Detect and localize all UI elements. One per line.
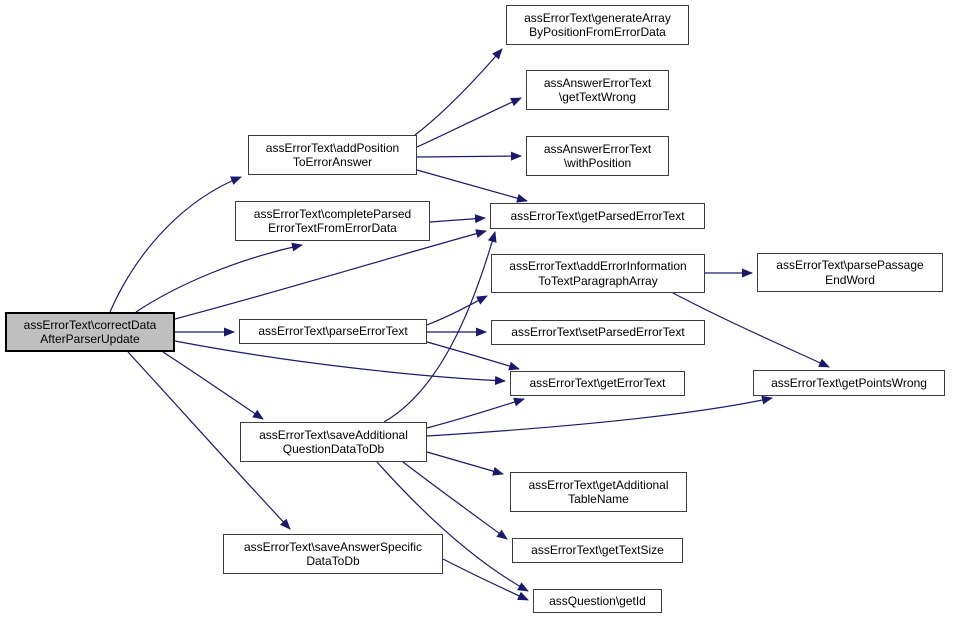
node-label-line: ToTextParagraphArray — [538, 273, 658, 288]
node-withPosition[interactable]: assAnswerErrorText\withPosition — [526, 136, 669, 176]
node-label-line: assErrorText\generateArray — [524, 10, 671, 25]
edge-correctDataAfterParserUpdate-to-saveAnswerSpecificDataToDb — [127, 351, 291, 530]
edge-addPositionToErrorAnswer-to-generateArrayByPositionFromErrorData — [414, 48, 503, 136]
node-label-line: assAnswerErrorText — [543, 141, 652, 156]
node-label-line: assErrorText\getPointsWrong — [771, 375, 927, 390]
node-label-line: assErrorText\addErrorInformation — [509, 259, 687, 274]
edge-saveAdditionalQuestionDataToDb-to-getId — [376, 461, 529, 592]
edge-addPositionToErrorAnswer-to-withPosition — [416, 151, 522, 161]
edge-saveAdditionalQuestionDataToDb-to-getAdditionalTableName — [426, 451, 504, 476]
edge-correctDataAfterParserUpdate-to-getErrorText — [174, 340, 506, 386]
node-label-line: \withPosition — [563, 156, 632, 170]
node-getTextSize[interactable]: assErrorText\getTextSize — [512, 538, 683, 563]
node-label-line: assErrorText\saveAnswerSpecific — [243, 539, 423, 554]
node-label-line: assErrorText\parseErrorText — [258, 324, 408, 339]
edge-correctDataAfterParserUpdate-to-saveAdditionalQuestionDataToDb — [162, 351, 264, 420]
edge-correctDataAfterParserUpdate-to-getParsedErrorText — [174, 229, 487, 320]
node-parseErrorText[interactable]: assErrorText\parseErrorText — [239, 319, 427, 344]
edge-saveAdditionalQuestionDataToDb-to-getErrorText — [426, 397, 525, 429]
edge-addPositionToErrorAnswer-to-getTextWrong — [416, 97, 522, 148]
node-label-line: QuestionDataToDb — [282, 442, 385, 456]
edge-saveAdditionalQuestionDataToDb-to-getPointsWrong — [426, 395, 773, 437]
edge-parseErrorText-to-getErrorText — [426, 341, 520, 371]
node-label-line: ToErrorAnswer — [292, 155, 373, 169]
node-label-line: assAnswerErrorText — [543, 75, 652, 90]
node-getParsedErrorText[interactable]: assErrorText\getParsedErrorText — [490, 203, 705, 229]
node-label-line: ErrorTextFromErrorData — [268, 221, 397, 235]
edge-addPositionToErrorAnswer-to-getParsedErrorText — [416, 169, 528, 203]
node-label-line: EndWord — [825, 272, 875, 287]
node-label-line: assErrorText\addPosition — [265, 140, 400, 155]
node-label-line: assErrorText\completeParsed — [253, 206, 412, 221]
edge-completeParsedErrorTextFromErrorData-to-getParsedErrorText — [429, 214, 486, 224]
node-getId[interactable]: assQuestion\getId — [533, 589, 662, 613]
node-label-line: assErrorText\correctData — [23, 317, 157, 332]
node-label-line: assQuestion\getId — [549, 593, 646, 608]
edge-parseErrorText-to-addErrorInformationToTextParagraphArray — [426, 295, 488, 326]
node-label-line: assErrorText\setParsedErrorText — [511, 325, 685, 340]
edge-correctDataAfterParserUpdate-to-completeParsedErrorTextFromErrorData — [135, 242, 303, 313]
node-label-line: assErrorText\getTextSize — [531, 543, 664, 558]
edge-saveAdditionalQuestionDataToDb-to-getParsedErrorText — [383, 231, 497, 423]
edge-saveAdditionalQuestionDataToDb-to-getTextSize — [402, 461, 508, 540]
edge-saveAnswerSpecificDataToDb-to-getId — [442, 558, 529, 601]
node-label-line: assErrorText\saveAdditional — [259, 427, 408, 442]
node-setParsedErrorText[interactable]: assErrorText\setParsedErrorText — [491, 320, 705, 345]
node-label-line: AfterParserUpdate — [40, 332, 140, 346]
node-label-line: TableName — [568, 492, 629, 506]
node-label-line: assErrorText\getAdditional — [528, 477, 669, 492]
edge-addErrorInformationToTextParagraphArray-to-getPointsWrong — [672, 292, 830, 368]
node-label-line: assErrorText\getParsedErrorText — [510, 208, 685, 223]
node-label-line: assErrorText\parsePassage — [776, 258, 924, 273]
node-getErrorText[interactable]: assErrorText\getErrorText — [510, 371, 685, 396]
node-label-line: DataToDb — [306, 554, 360, 568]
edge-correctDataAfterParserUpdate-to-addPositionToErrorAnswer — [109, 176, 242, 313]
node-getTextWrong[interactable]: assAnswerErrorText\getTextWrong — [526, 70, 669, 110]
node-label-line: \getTextWrong — [558, 90, 637, 104]
node-label-line: assErrorText\getErrorText — [529, 376, 666, 391]
node-label-line: ByPositionFromErrorData — [529, 25, 666, 39]
node-getPointsWrong[interactable]: assErrorText\getPointsWrong — [753, 370, 945, 396]
